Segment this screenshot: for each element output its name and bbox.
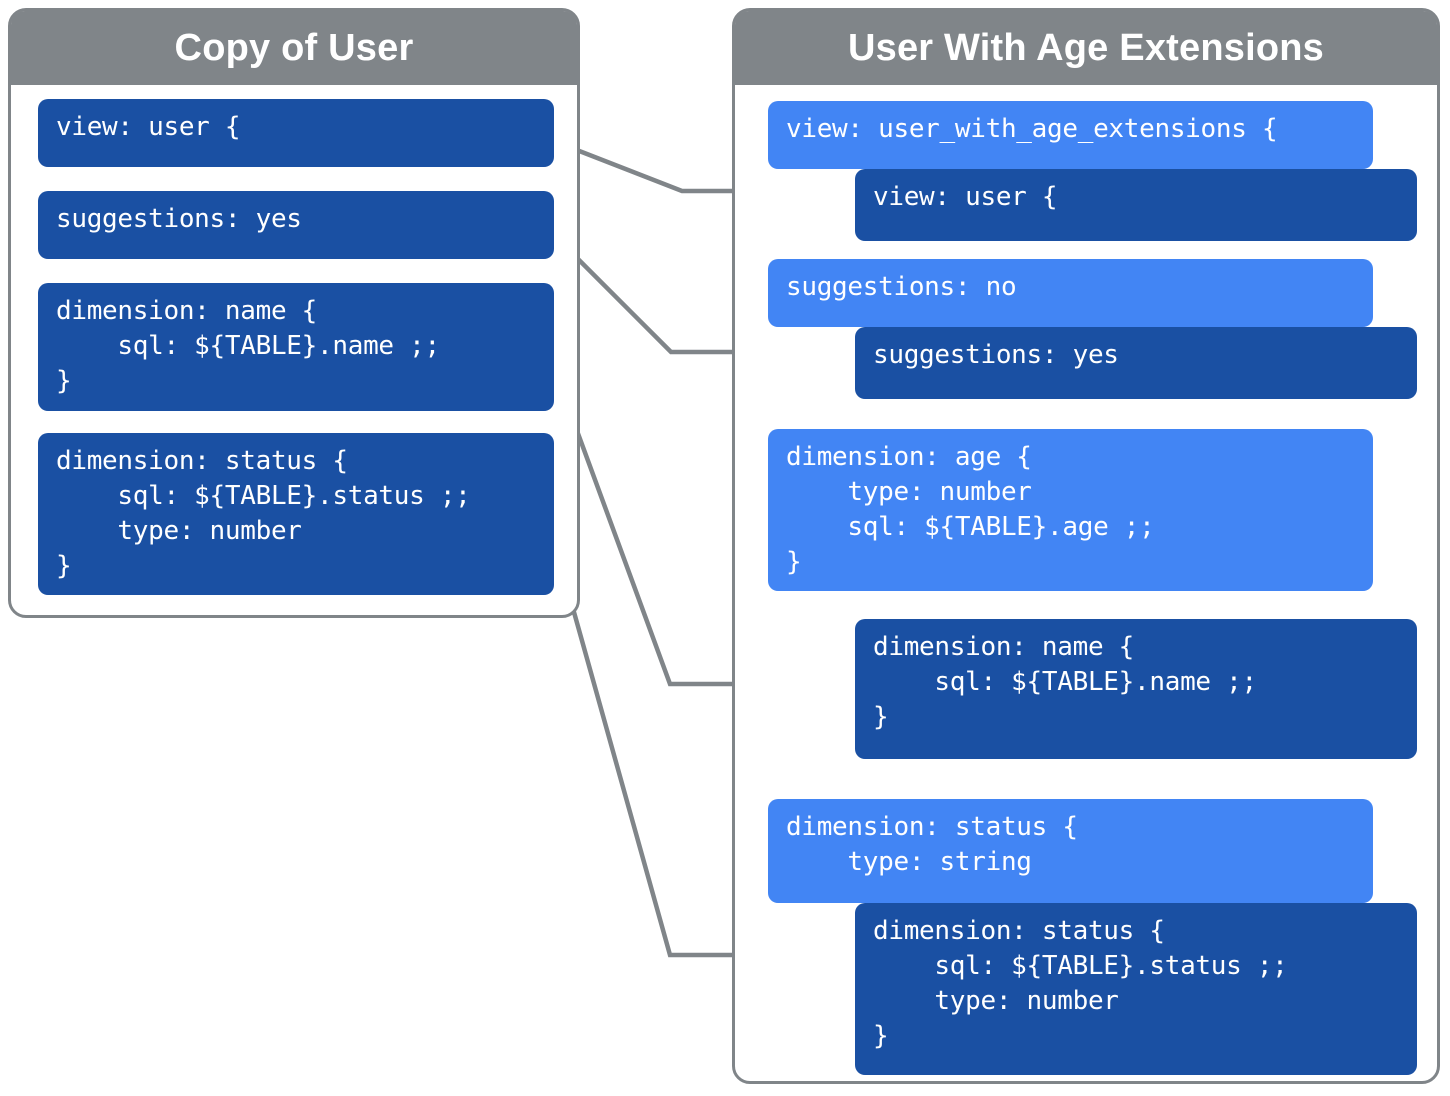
code-block-dimension-status[interactable]: dimension: status { sql: ${TABLE}.status… (38, 433, 554, 595)
panel-right-title: User With Age Extensions (735, 11, 1437, 85)
code-block-view-extension[interactable]: view: user_with_age_extensions { (768, 101, 1373, 169)
panel-copy-of-user: Copy of User view: user { suggestions: y… (8, 8, 580, 618)
code-block-suggestions-extension[interactable]: suggestions: no (768, 259, 1373, 327)
code-block-view-inherited[interactable]: view: user { (855, 169, 1417, 241)
code-block-suggestions[interactable]: suggestions: yes (38, 191, 554, 259)
code-block-dimension-age[interactable]: dimension: age { type: number sql: ${TAB… (768, 429, 1373, 591)
panel-left-title: Copy of User (11, 11, 577, 85)
panel-user-with-age-extensions: User With Age Extensions view: user_with… (732, 8, 1440, 1084)
code-block-view[interactable]: view: user { (38, 99, 554, 167)
code-block-dimension-name-inherited[interactable]: dimension: name { sql: ${TABLE}.name ;; … (855, 619, 1417, 759)
code-block-suggestions-inherited[interactable]: suggestions: yes (855, 327, 1417, 399)
code-block-dimension-status-extension[interactable]: dimension: status { type: string (768, 799, 1373, 903)
code-block-dimension-name[interactable]: dimension: name { sql: ${TABLE}.name ;; … (38, 283, 554, 411)
code-block-dimension-status-inherited[interactable]: dimension: status { sql: ${TABLE}.status… (855, 903, 1417, 1075)
